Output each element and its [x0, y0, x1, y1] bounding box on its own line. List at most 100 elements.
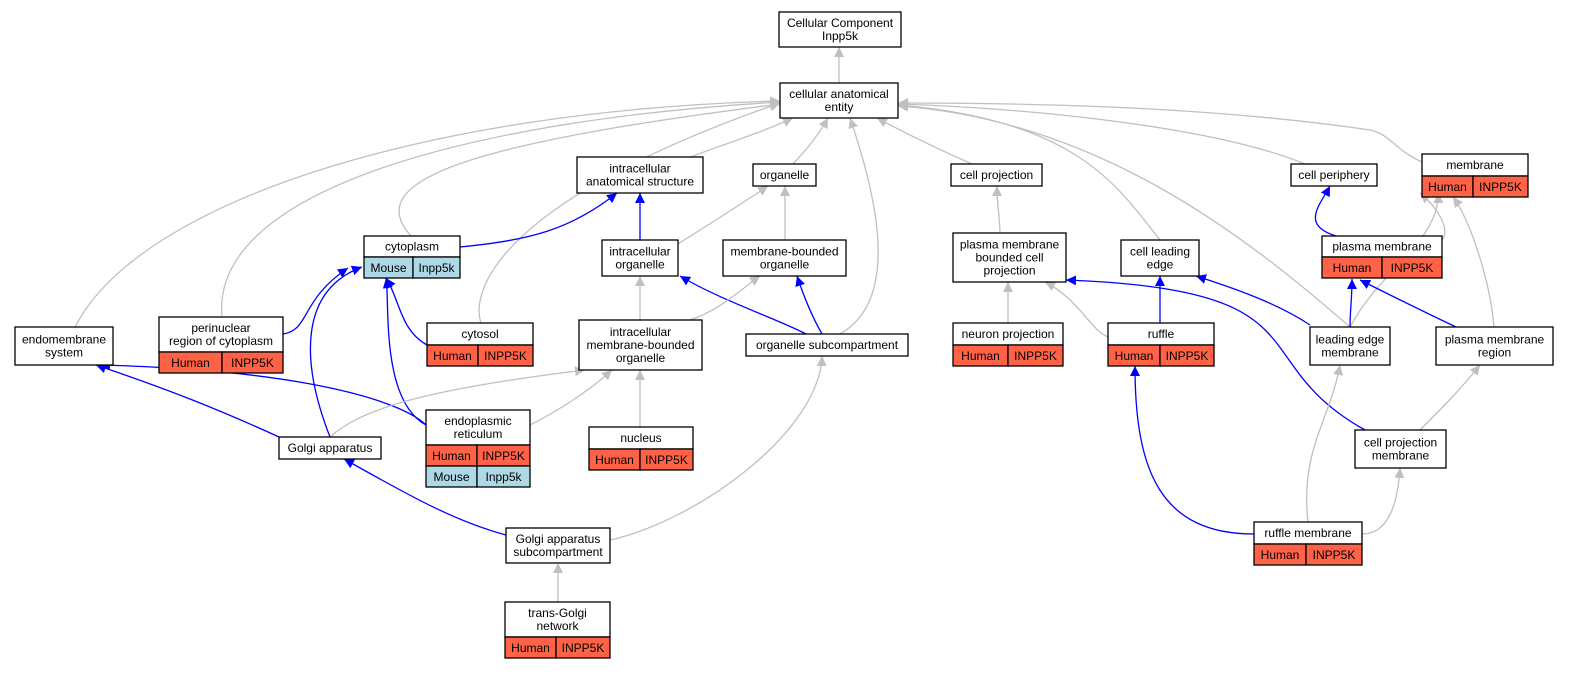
- species-label: Human: [511, 641, 550, 655]
- node-periphery[interactable]: cell periphery: [1290, 163, 1378, 187]
- node-label-box: [505, 527, 611, 564]
- gene-cell: [555, 636, 611, 659]
- edge-organelle-to-cae: [792, 117, 829, 165]
- node-label-line: cytosol: [461, 327, 498, 341]
- node-label-line: entity: [825, 100, 854, 114]
- node-organelle[interactable]: organelle: [752, 163, 817, 187]
- node-label-box: [14, 326, 114, 366]
- node-label-box: [1290, 163, 1378, 187]
- node-label-box: [745, 333, 909, 357]
- node-label-line: cell projection: [960, 168, 1033, 182]
- annotation-row: Human INPP5K: [426, 344, 534, 367]
- node-label-line: membrane-bounded: [730, 245, 838, 259]
- node-label-box: [1435, 326, 1554, 366]
- gene-label: Inpp5k: [418, 261, 455, 275]
- node-label-box: [779, 82, 899, 119]
- node-cellproj[interactable]: cell projection: [950, 163, 1043, 187]
- node-orgsub[interactable]: organelle subcompartment: [745, 333, 909, 357]
- node-label-box: [950, 163, 1043, 187]
- edge-orgsub-to-cae: [839, 117, 879, 335]
- edge-orgsub-to-mbo: [795, 275, 823, 335]
- node-label-line: edge: [1147, 258, 1174, 272]
- node-label-line: cell projection: [1364, 436, 1437, 450]
- gene-label: INPP5K: [562, 641, 605, 655]
- node-label-line: network: [536, 619, 579, 633]
- gene-cell: [477, 344, 534, 367]
- node-label-line: Inpp5k: [822, 29, 859, 43]
- node-label-line: ruffle membrane: [1264, 526, 1351, 540]
- node-label-line: projection: [983, 264, 1035, 278]
- edge-cpm-to-pmr: [1419, 364, 1481, 431]
- node-label-line: endomembrane: [22, 333, 106, 347]
- edge-golgi-to-imbo: [329, 366, 586, 438]
- species-label: Human: [1333, 261, 1372, 275]
- edge-ias-to-cae: [689, 117, 794, 158]
- gene-cell: [1159, 344, 1215, 367]
- node-label-box: [576, 156, 704, 194]
- edge-rufflemem-to-ruffle: [1130, 365, 1255, 535]
- gene-label: INPP5K: [645, 453, 688, 467]
- edge-orgsub-to-intraorg: [679, 275, 807, 335]
- species-label: Human: [433, 349, 472, 363]
- node-label-line: ruffle: [1148, 327, 1175, 341]
- edge-pmbcp-to-cellproj: [992, 185, 1003, 234]
- node-label-box: [1354, 429, 1447, 469]
- node-label-box: [952, 232, 1067, 283]
- node-label-line: intracellular: [610, 325, 671, 339]
- edge-membrane-to-cae: [897, 98, 1423, 163]
- gene-label: INPP5K: [1166, 349, 1209, 363]
- species-label: Mouse: [370, 261, 406, 275]
- edge-cytosol-to-cae: [478, 101, 781, 324]
- node-golgi[interactable]: Golgi apparatus: [278, 436, 382, 460]
- edge-ruffle-to-pmbcp: [1044, 281, 1109, 338]
- gene-cell: [1472, 175, 1529, 198]
- edge-golgi-to-cytoplasm: [309, 265, 363, 438]
- species-label: Human: [171, 356, 210, 370]
- edge-er-to-imbo: [529, 369, 613, 426]
- node-label-line: plasma membrane: [960, 238, 1060, 252]
- edge-cytoplasm-to-ias: [459, 192, 618, 248]
- gene-cell: [1381, 256, 1443, 279]
- node-label-line: anatomical structure: [586, 175, 694, 189]
- node-label-line: cellular anatomical: [789, 87, 888, 101]
- edge-pmr-to-membrane: [1452, 196, 1495, 328]
- node-label-line: reticulum: [454, 427, 503, 441]
- edges-layer: [74, 47, 1495, 602]
- gene-label: INPP5K: [484, 349, 527, 363]
- edge-gasub-to-orgsub: [609, 355, 827, 541]
- node-label-line: Golgi apparatus: [288, 441, 373, 455]
- node-label-line: intracellular: [609, 245, 670, 259]
